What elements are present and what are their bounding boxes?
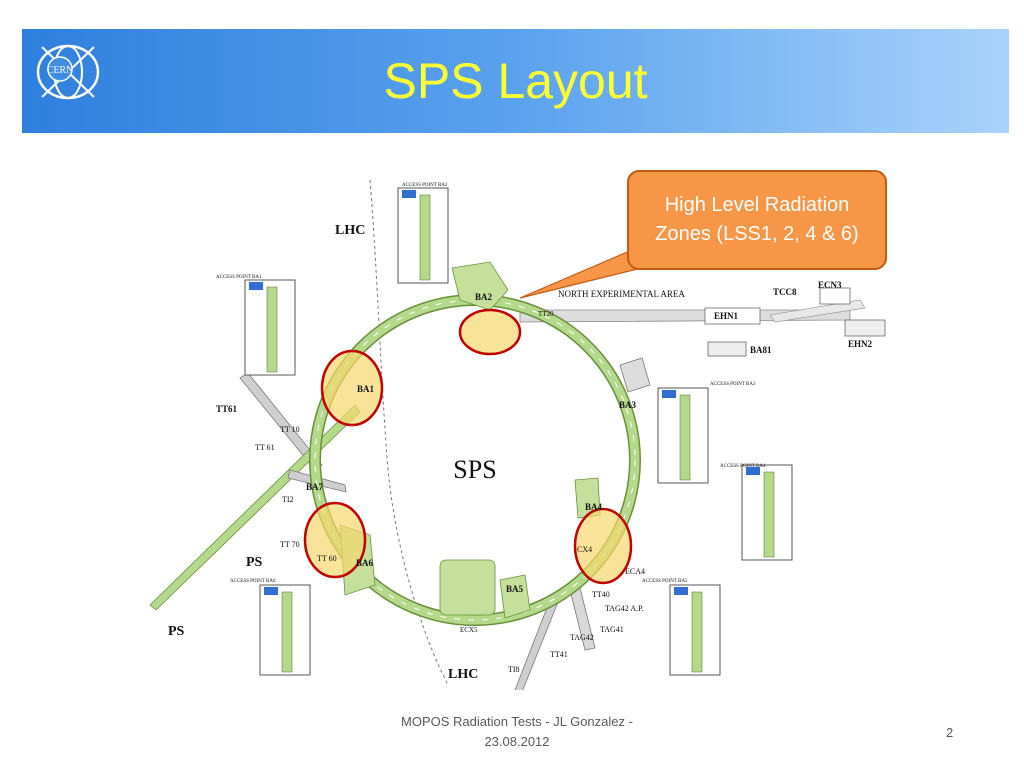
ecx5-label: ECX5 [460, 626, 478, 634]
ecn3-label: ECN3 [818, 280, 842, 290]
tt40-label: TT40 [592, 590, 610, 599]
access-point-ba1-label: ACCESS POINT BA1 [216, 275, 262, 280]
sps-ring-track [314, 299, 636, 621]
access-point-ba5-label: ACCESS POINT BA5 [642, 579, 688, 584]
tt61-big-label: TT61 [216, 404, 238, 414]
tag42ap-label: TAG42 A.P. [605, 604, 644, 613]
ehn2-hall [844, 319, 886, 337]
ecn3-hall [819, 287, 851, 305]
tag41-label: TAG41 [600, 625, 624, 634]
slide-title: SPS Layout [383, 53, 648, 109]
lhc-label-bottom: LHC [448, 667, 478, 682]
ba81-hall [707, 341, 747, 357]
ba4-label: BA4 [585, 502, 603, 512]
ti8-label: TI8 [508, 665, 520, 674]
tcc8-line [769, 299, 866, 323]
ba6-label: BA6 [356, 558, 374, 568]
cx4-label: CX4 [577, 545, 592, 554]
ba3-label: BA3 [619, 400, 637, 410]
access-point-ba6-label: ACCESS POINT BA6 [230, 579, 276, 584]
access-shaft-ba2 [397, 187, 449, 284]
sps-label: SPS [453, 455, 496, 484]
radiation-zone-lss2 [458, 308, 522, 356]
logo-text: CERN [47, 65, 74, 76]
access-shaft-ba5 [669, 584, 721, 676]
access-point-ba3-label: ACCESS POINT BA3 [710, 382, 756, 387]
north-area-label: NORTH EXPERIMENTAL AREA [558, 289, 685, 299]
lhc-label-top: LHC [335, 223, 365, 238]
tag42-label: TAG42 [570, 633, 594, 642]
tcc8-label: TCC8 [773, 287, 797, 297]
sps-layout-diagram: SPS LHC LHC PS PS NORTH EXPERIMENTAL ARE… [149, 179, 886, 690]
ba81-label: BA81 [750, 345, 772, 355]
footer-line-2: 23.08.2012 [484, 734, 550, 749]
tt41-label: TT41 [550, 650, 568, 659]
ba1-label: BA1 [357, 384, 375, 394]
ehn2-label: EHN2 [848, 339, 873, 349]
ba2-label: BA2 [475, 292, 493, 302]
ps-label-bottom: PS [168, 624, 185, 639]
tt61-label: TT 61 [255, 443, 275, 452]
access-shaft-ba4 [741, 464, 793, 561]
ba5-building [499, 574, 531, 619]
access-shaft-ba1 [244, 279, 296, 376]
callout-line-1: High Level Radiation [664, 194, 850, 216]
access-point-ba2-label: ACCESS POINT BA2 [402, 183, 448, 188]
cern-logo-icon: CERN [36, 44, 100, 100]
radiation-callout: High Level Radiation Zones (LSS1, 2, 4 &… [627, 170, 887, 270]
ba5-label: BA5 [506, 584, 524, 594]
radiation-zone-lss4 [573, 507, 633, 585]
tt60-label: TT 60 [317, 554, 337, 563]
ba3-building [619, 357, 651, 393]
tt20-label: TT20 [538, 310, 554, 318]
callout-line-2: Zones (LSS1, 2, 4 & 6) [655, 223, 859, 245]
eca4-label: ECA4 [625, 567, 645, 576]
slide-footer: MOPOS Radiation Tests - JL Gonzalez - 23… [372, 712, 662, 752]
tt70-label: TT 70 [280, 540, 300, 549]
ti2-label: TI2 [282, 495, 294, 504]
ba7-label: BA7 [306, 482, 324, 492]
access-point-ba4-label: ACCESS POINT BA4 [720, 464, 766, 469]
radiation-zone-lss6 [303, 501, 367, 579]
ehn1-label: EHN1 [714, 311, 739, 321]
ecx5-cavern [439, 559, 496, 616]
access-shaft-ba3 [657, 387, 709, 484]
lhc-boundary [369, 179, 449, 686]
footer-line-1: MOPOS Radiation Tests - JL Gonzalez - [401, 714, 633, 729]
ps-label-left: PS [246, 555, 263, 570]
access-shaft-ba6 [259, 584, 311, 676]
title-banner: CERN SPS Layout [22, 29, 1009, 133]
page-number: 2 [946, 725, 954, 740]
ehn1-hall [704, 307, 761, 325]
tt10-label: TT 10 [280, 425, 300, 434]
radiation-zone-lss1 [320, 349, 384, 427]
ba2-building [451, 261, 509, 311]
